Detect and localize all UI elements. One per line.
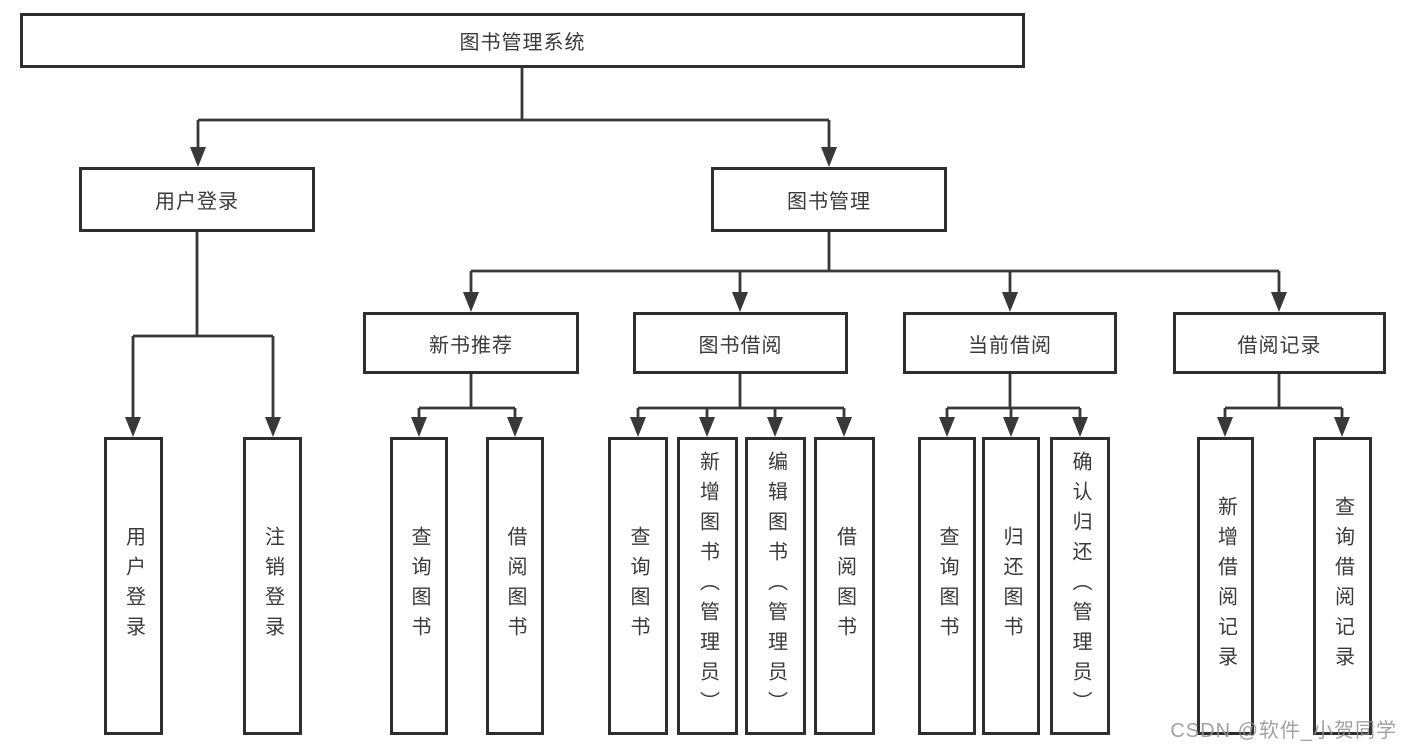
arrow-down-icon — [1003, 417, 1019, 437]
arrow-down-icon — [732, 292, 748, 312]
leaf-label: 归还图书 — [1000, 526, 1022, 646]
arrow-down-icon — [411, 417, 427, 437]
connector-bookmgmt-to-level3 — [469, 232, 1281, 295]
leaf-user-login: 用户登录 — [104, 437, 163, 735]
node-current-borrow: 当前借阅 — [903, 312, 1117, 374]
arrow-down-icon — [821, 147, 837, 167]
node-root-system: 图书管理系统 — [20, 13, 1025, 68]
connector-root-to-level2 — [196, 68, 831, 150]
leaf-label: 借阅图书 — [833, 526, 856, 646]
arrow-down-icon — [1334, 417, 1350, 437]
leaf-edit-book-admin: 编辑图书（管理员） — [745, 437, 806, 735]
leaf-confirm-return-admin: 确认归还（管理员） — [1050, 437, 1110, 735]
leaf-borrow-books-2: 借阅图书 — [814, 437, 875, 735]
leaf-return-book: 归还图书 — [982, 437, 1040, 735]
arrow-down-icon — [265, 417, 281, 437]
leaf-label: 新增图书（管理员） — [696, 451, 719, 721]
leaf-label: 查询图书 — [936, 526, 958, 646]
arrow-down-icon — [463, 292, 479, 312]
arrow-down-icon — [836, 417, 852, 437]
leaf-query-borrow-record: 查询借阅记录 — [1313, 437, 1372, 735]
leaf-query-books-3: 查询图书 — [918, 437, 976, 735]
arrow-down-icon — [630, 417, 646, 437]
arrow-down-icon — [1271, 292, 1287, 312]
leaf-label: 注销登录 — [261, 526, 284, 646]
connector-bookborrow-to-leaves — [636, 374, 846, 420]
arrow-down-icon — [767, 417, 783, 437]
node-user-login: 用户登录 — [79, 167, 315, 232]
leaf-label: 查询借阅记录 — [1331, 496, 1354, 676]
node-new-book-recommend: 新书推荐 — [363, 312, 579, 374]
leaf-add-book-admin: 新增图书（管理员） — [677, 437, 738, 735]
leaf-add-borrow-record: 新增借阅记录 — [1197, 437, 1254, 735]
leaf-label: 编辑图书（管理员） — [764, 451, 787, 721]
leaf-label: 用户登录 — [122, 526, 145, 646]
arrow-down-icon — [1002, 292, 1018, 312]
node-book-borrow: 图书借阅 — [633, 312, 848, 374]
arrow-down-icon — [1217, 417, 1233, 437]
connector-userlogin-to-leaves — [131, 232, 275, 420]
leaf-label: 查询图书 — [627, 526, 649, 646]
leaf-query-books-1: 查询图书 — [390, 437, 448, 735]
connector-newbook-to-leaves — [417, 374, 517, 420]
leaf-borrow-books-1: 借阅图书 — [486, 437, 544, 735]
arrow-down-icon — [939, 417, 955, 437]
arrow-down-icon — [125, 417, 141, 437]
leaf-label: 确认归还（管理员） — [1069, 451, 1091, 721]
leaf-label: 新增借阅记录 — [1214, 496, 1237, 676]
node-book-management: 图书管理 — [711, 167, 947, 232]
connector-records-to-leaves — [1223, 374, 1344, 420]
arrow-down-icon — [1072, 417, 1088, 437]
connector-currentborrow-to-leaves — [945, 374, 1082, 420]
leaf-logout: 注销登录 — [243, 437, 302, 735]
arrow-down-icon — [190, 147, 206, 167]
leaf-label: 查询图书 — [408, 526, 430, 646]
arrow-down-icon — [699, 417, 715, 437]
leaf-query-books-2: 查询图书 — [608, 437, 668, 735]
arrow-down-icon — [507, 417, 523, 437]
leaf-label: 借阅图书 — [504, 526, 526, 646]
node-borrow-records: 借阅记录 — [1173, 312, 1386, 374]
